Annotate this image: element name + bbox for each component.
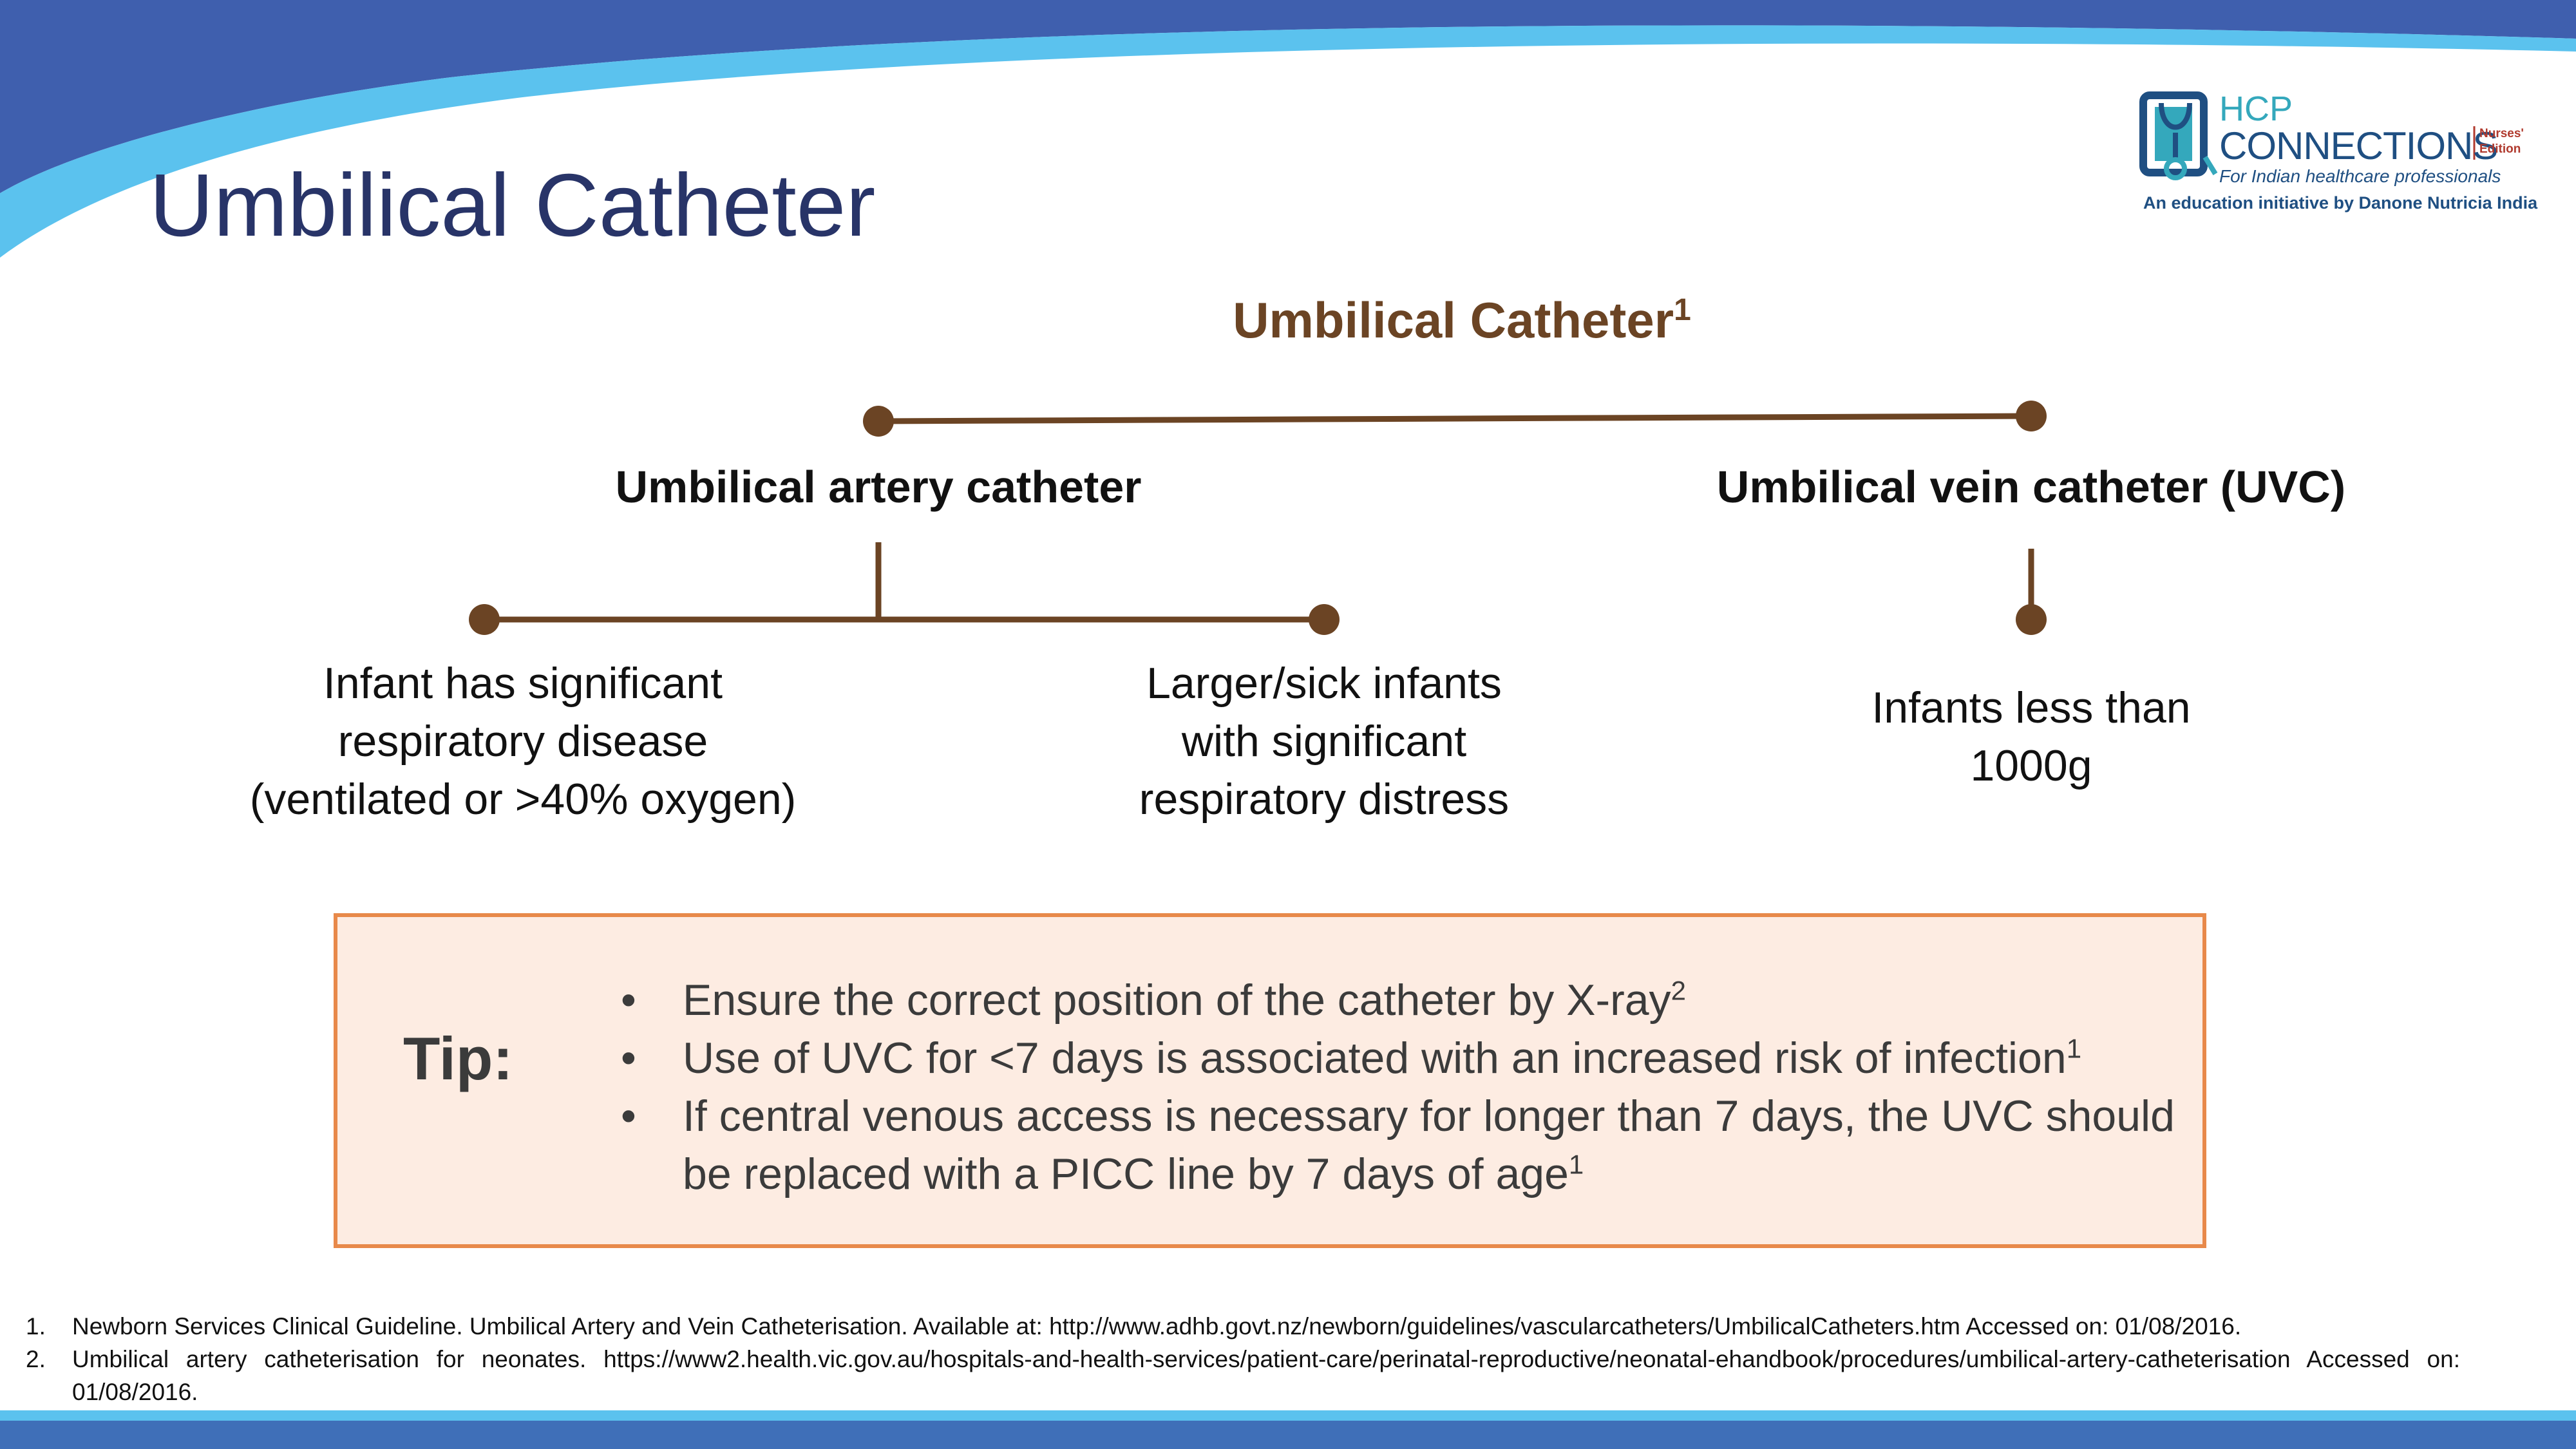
logo-edition-line2: Edition — [2479, 142, 2521, 156]
logo-initiative: An education initiative by Danone Nutric… — [2143, 193, 2538, 213]
artery-child-2-line-1: Larger/sick infants — [1146, 659, 1502, 708]
tree-connectors — [484, 413, 2034, 623]
page-title: Umbilical Catheter — [149, 156, 876, 255]
footer-dark-bar — [0, 1421, 2576, 1449]
tip-item-3-text: If central venous access is necessary fo… — [683, 1092, 2175, 1198]
artery-child-1-dot — [469, 604, 500, 635]
artery-child-1-line-2: respiratory disease — [337, 717, 708, 766]
references: 1. Newborn Services Clinical Guideline. … — [26, 1310, 2460, 1408]
artery-child-2-dot — [1309, 604, 1340, 635]
artery-child-1-line-3: (ventilated or >40% oxygen) — [249, 775, 797, 824]
artery-child-2-line-3: respiratory distress — [1139, 775, 1510, 824]
artery-catheter-label: Umbilical artery catheter — [615, 462, 1142, 512]
artery-dot — [863, 406, 894, 437]
diagram-root-text: Umbilical Catheter — [1233, 292, 1674, 348]
reference-2: 2. Umbilical artery catheterisation for … — [26, 1343, 2460, 1408]
tip-item-3-ref: 1 — [1568, 1149, 1584, 1180]
reference-1-text: Newborn Services Clinical Guideline. Umb… — [72, 1313, 2242, 1340]
vein-child-dot — [2016, 604, 2047, 635]
artery-child-1-line-1: Infant has significant — [323, 659, 723, 708]
vein-dot — [2016, 401, 2047, 431]
tip-list: Ensure the correct position of the cathe… — [616, 971, 2193, 1203]
tip-item-2: Use of UVC for <7 days is associated wit… — [616, 1029, 2193, 1087]
tip-item-1-text: Ensure the correct position of the cathe… — [683, 976, 1671, 1025]
vein-child-1: Infants less than 1000g — [1774, 679, 2289, 795]
header-light-swoosh — [0, 25, 2576, 258]
logo-connections-text: CONNECTIONS — [2219, 124, 2498, 167]
tablet-stethoscope-icon — [2139, 91, 2218, 180]
tip-item-1: Ensure the correct position of the cathe… — [616, 971, 2193, 1029]
tip-item-3: If central venous access is necessary fo… — [616, 1087, 2193, 1203]
root-connector-line — [878, 413, 2032, 424]
reference-2-number: 2. — [26, 1346, 46, 1372]
reference-1-number: 1. — [26, 1313, 46, 1340]
logo-hcp-text: HCP — [2219, 90, 2293, 128]
tree-dots — [469, 401, 2047, 635]
tip-label: Tip: — [403, 1025, 513, 1092]
artery-child-2-line-2: with significant — [1181, 717, 1467, 766]
tip-item-2-ref: 1 — [2066, 1033, 2082, 1064]
tip-item-1-ref: 2 — [1671, 975, 1686, 1006]
vein-child-1-line-2: 1000g — [1970, 741, 2092, 790]
diagram-root-label: Umbilical Catheter1 — [1108, 291, 1816, 350]
tip-item-2-text: Use of UVC for <7 days is associated wit… — [683, 1034, 2067, 1083]
header-dark-band — [0, 0, 2576, 193]
reference-1: 1. Newborn Services Clinical Guideline. … — [26, 1310, 2460, 1343]
reference-2-text: Umbilical artery catheterisation for neo… — [72, 1346, 2460, 1405]
artery-child-2: Larger/sick infants with significant res… — [1034, 654, 1614, 828]
logo-subtitle: For Indian healthcare professionals — [2219, 166, 2501, 186]
footer-light-bar — [0, 1410, 2576, 1421]
tip-label-layer: Tip: — [403, 1025, 513, 1092]
vein-catheter-label: Umbilical vein catheter (UVC) — [1716, 462, 2346, 512]
vein-child-1-line-1: Infants less than — [1871, 683, 2191, 732]
logo-edition-line1: Nurses' — [2479, 127, 2524, 140]
artery-child-1: Infant has significant respiratory disea… — [201, 654, 845, 828]
logo-edition-text: Nurses' Edition — [2479, 126, 2524, 157]
diagram-root-ref: 1 — [1674, 293, 1691, 327]
